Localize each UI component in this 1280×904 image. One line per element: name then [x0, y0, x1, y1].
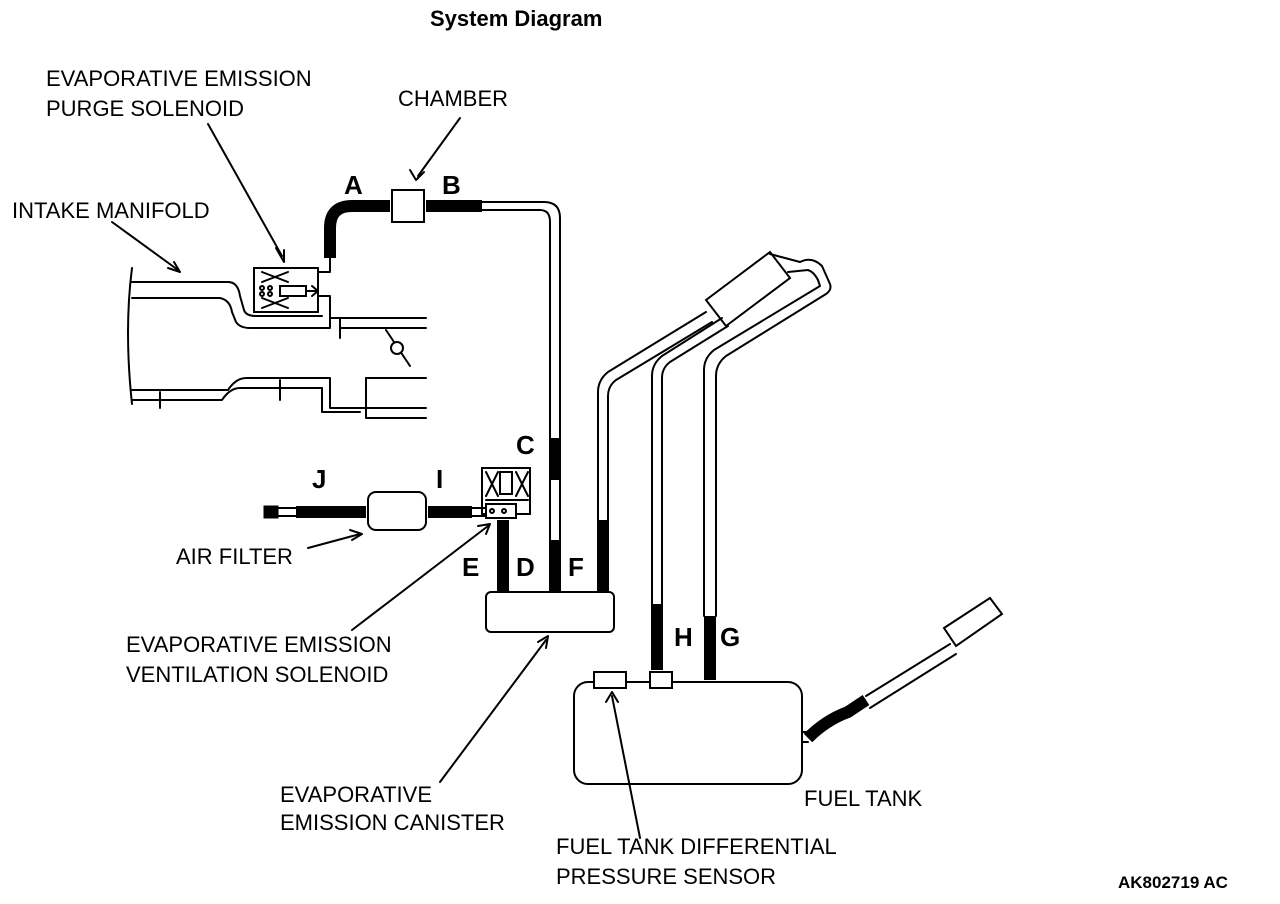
throttle-shaft: [390, 341, 404, 355]
label-air-filter: AIR FILTER: [176, 544, 293, 569]
chamber: [391, 189, 425, 223]
label-intake-manifold: INTAKE MANIFOLD: [12, 198, 210, 223]
filler-tube: [651, 250, 832, 617]
label-fuel-tank: FUEL TANK: [804, 786, 923, 811]
label-chamber: CHAMBER: [398, 86, 508, 111]
purge-line: [324, 189, 561, 592]
hose-letter-j: J: [312, 464, 326, 494]
label-pressure-sensor-line1: FUEL TANK DIFFERENTIAL: [556, 834, 837, 859]
ventilation-solenoid: [481, 467, 531, 519]
hose-letter-d: D: [516, 552, 535, 582]
label-pressure-sensor-line2: PRESSURE SENSOR: [556, 864, 776, 889]
hose-letter-a: A: [344, 170, 363, 200]
hose-letter-h: H: [674, 622, 693, 652]
label-purge-solenoid-line1: EVAPORATIVE EMISSION: [46, 66, 312, 91]
hose-letter-e: E: [462, 552, 479, 582]
hose-letter-i: I: [436, 464, 443, 494]
hose-letter-c: C: [516, 430, 535, 460]
figure-code: AK802719 AC: [1118, 873, 1228, 892]
evaporative-emission-canister: [485, 520, 615, 633]
intake-manifold: [127, 267, 427, 419]
hose-letter-f: F: [568, 552, 584, 582]
label-canister-line2: EMISSION CANISTER: [280, 810, 505, 835]
pressure-sensor: [593, 671, 627, 689]
vapor-line-f: [597, 311, 713, 521]
air-filter-line: [263, 491, 487, 531]
hose-a: [324, 200, 390, 258]
air-filter: [367, 491, 427, 531]
label-canister-line1: EVAPORATIVE: [280, 782, 432, 807]
diagram-title: System Diagram: [430, 6, 602, 31]
purge-solenoid: [253, 257, 331, 319]
label-ventilation-solenoid-line2: VENTILATION SOLENOID: [126, 662, 388, 687]
hose-letter-b: B: [442, 170, 461, 200]
fuel-tank: [573, 596, 1004, 785]
leader-lines: [111, 117, 641, 839]
hose-letter-g: G: [720, 622, 740, 652]
label-purge-solenoid-line2: PURGE SOLENOID: [46, 96, 244, 121]
label-ventilation-solenoid-line1: EVAPORATIVE EMISSION: [126, 632, 392, 657]
